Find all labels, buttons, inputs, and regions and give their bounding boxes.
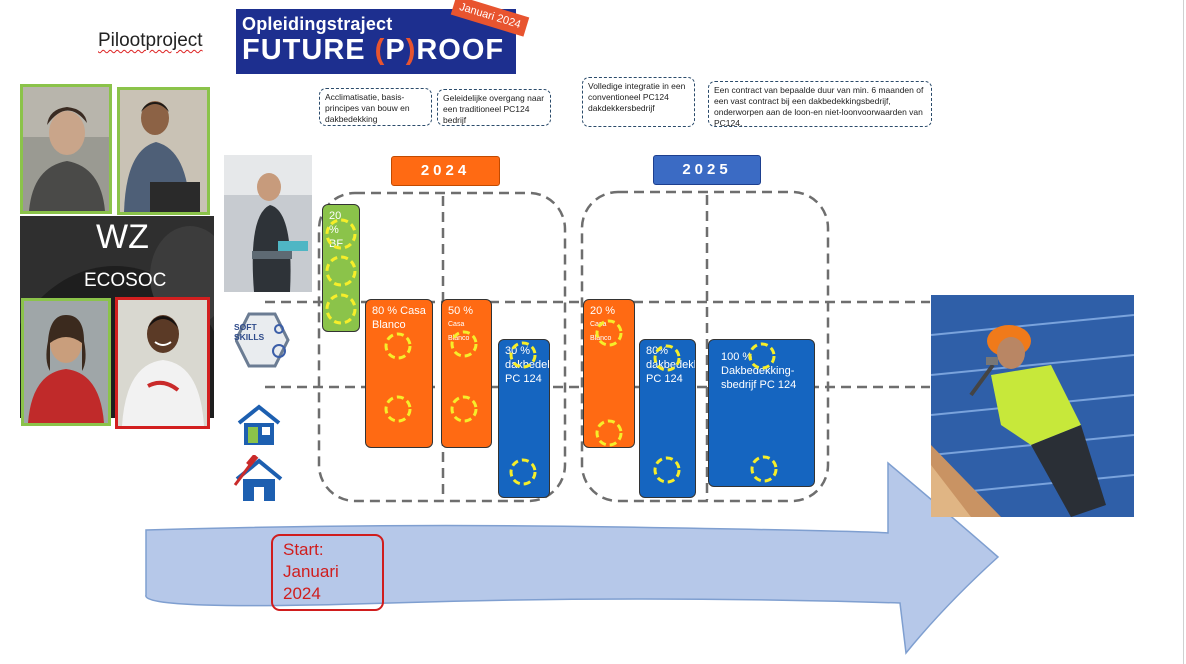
bar-20-casa-blanco: 20 %Casa Blanco — [583, 299, 635, 448]
pilot-project-label: Pilootproject — [98, 30, 203, 51]
logo-line-2: FUTURE (P)ROOF — [242, 34, 505, 66]
partner-ecosoc-label: ECOSOC — [84, 270, 167, 291]
photo-student-4 — [115, 297, 210, 429]
bar-80-dakbedekkingsbedrijf: 80% dakbedekkingsbedrijf PC 124 — [639, 339, 696, 498]
photo-worker-training — [224, 155, 312, 292]
timeline-arrow — [145, 461, 1000, 655]
page-edge-line — [1183, 0, 1184, 664]
note-phase-4: Een contract van bepaalde duur van min. … — [708, 81, 932, 128]
soft-skills-label: SOFT SKILLS — [234, 322, 265, 342]
note-phase-3: Volledige integratie in een conventionee… — [582, 77, 695, 127]
house-tools-icon — [237, 404, 281, 445]
house-hammer-icon — [233, 455, 283, 501]
bar-80-casa-blanco: 80 % Casa Blanco — [365, 299, 433, 448]
soft-skills-icon — [235, 312, 290, 368]
logo-line-1: Opleidingstraject — [242, 14, 393, 34]
photo-student-1 — [20, 84, 112, 214]
photo-student-2 — [117, 87, 210, 215]
partner-wz-label: WZ — [96, 218, 149, 256]
start-label: Start: Januari 2024 — [271, 534, 384, 611]
bar-100-dakbedekkingsbedrijf: 100 % Dakbedekking-sbedrijf PC 124 — [708, 339, 815, 487]
year-2024-label: 2024 — [391, 156, 500, 186]
bar-30-dakbedekkingsbedrijf: 30 % dakbedekkingsbedrijf PC 124 — [498, 339, 550, 498]
bar-50-casa-blanco: 50 %Casa Blanco — [441, 299, 492, 448]
year-2025-label: 2025 — [653, 155, 761, 185]
note-phase-1: Acclimatisatie, basis-principes van bouw… — [319, 88, 432, 126]
note-phase-2: Geleidelijke overgang naar een tradition… — [437, 89, 551, 126]
photo-roofer — [931, 295, 1134, 517]
photo-student-3 — [21, 298, 111, 426]
